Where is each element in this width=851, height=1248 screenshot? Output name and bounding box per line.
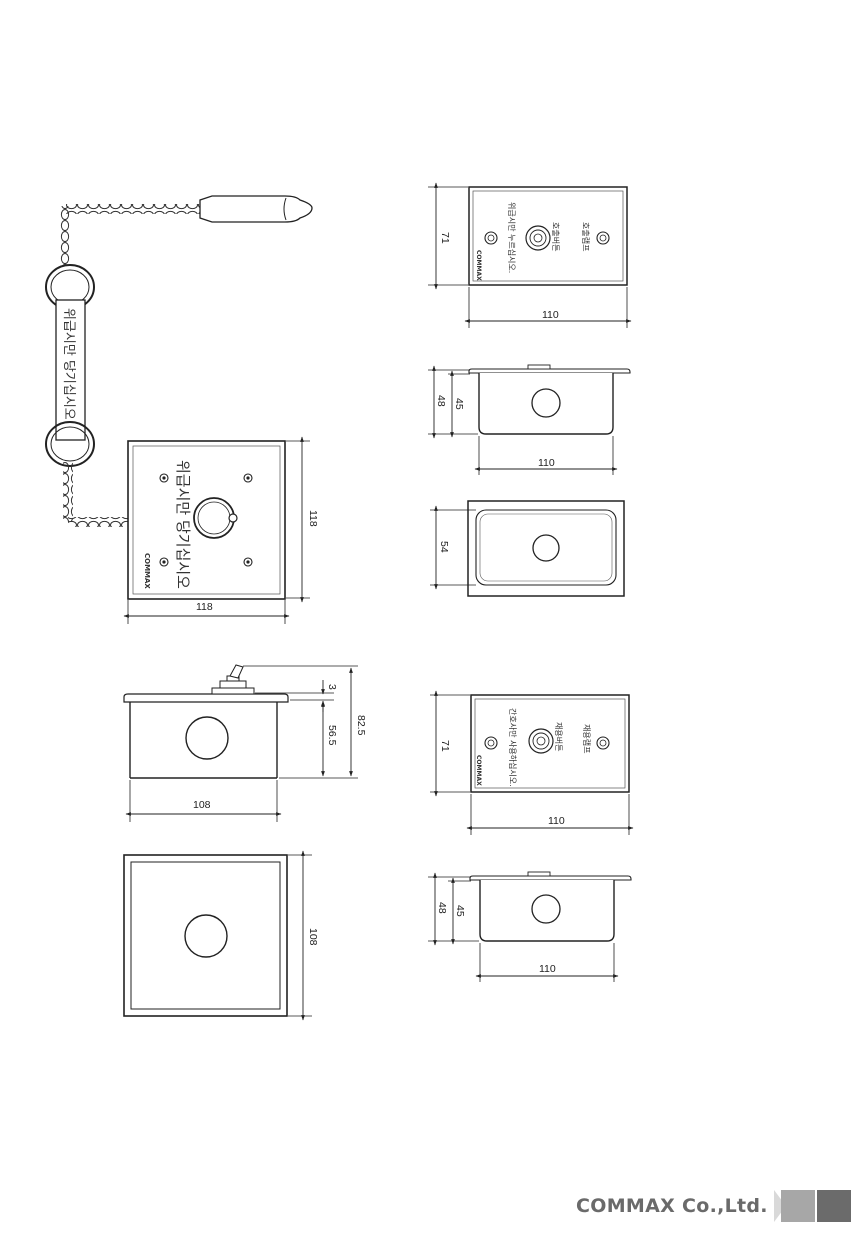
dim-45-reset: 45: [454, 905, 466, 917]
brand-logo: COMMAX: [475, 755, 482, 786]
call-panel-side-view: 48 45 110: [428, 365, 630, 475]
button-label: 재용버튼: [554, 722, 564, 751]
dim-height-71: 71: [439, 232, 451, 244]
company-name: COMMAX Co.,Ltd.: [576, 1195, 768, 1217]
knockout-hole: [186, 717, 228, 759]
knockout-hole: [185, 915, 227, 957]
footer-block-dark: [817, 1190, 851, 1222]
dim-45: 45: [453, 398, 465, 410]
knockout-hole: [532, 389, 560, 417]
large-panel-side-view: 108 3 56.5 82.5: [124, 665, 367, 822]
large-panel-back-view: 108: [124, 851, 319, 1020]
dim-width-110: 110: [542, 309, 559, 321]
dim-82-5: 82.5: [355, 715, 367, 736]
pull-knob: [194, 498, 234, 538]
dim-height-108: 108: [307, 928, 319, 946]
dim-height-71-reset: 71: [439, 740, 451, 752]
reset-panel-side-view: 48 45 110: [428, 872, 631, 982]
panel-warning-label: 위급시만 당기십시오: [174, 460, 192, 589]
knockout-hole: [533, 535, 559, 561]
lamp-label: 재용램프: [582, 724, 592, 753]
brand-logo: COMMAX: [475, 250, 482, 281]
lamp-label: 호출램프: [581, 222, 591, 251]
pull-strap-label: 위급시만 당기십시오: [61, 308, 76, 420]
large-panel-front: 위급시만 당기십시오 COMMAX: [128, 441, 285, 599]
reset-panel-front: 재용램프 재용버튼 간호사만 사용하십시오. COMMAX 71 110: [430, 691, 633, 835]
footer-branding: COMMAX Co.,Ltd.: [576, 1190, 786, 1222]
footer-block-light: [781, 1190, 815, 1222]
call-panel-back-view: 54: [430, 501, 624, 596]
dim-3: 3: [326, 684, 338, 690]
call-panel-front: 호출램프 호출버튼 위급시만 누르십시오. COMMAX 71 110: [428, 183, 631, 328]
dim-width-110-reset: 110: [548, 815, 565, 827]
instruction-label: 위급시만 누르십시오.: [507, 202, 516, 273]
dim-width-110-reset-side: 110: [539, 963, 556, 975]
brand-logo: COMMAX: [143, 553, 151, 589]
dim-56-5: 56.5: [326, 725, 338, 746]
dim-48-reset: 48: [436, 902, 448, 914]
dim-width-118: 118: [196, 601, 213, 613]
dim-height-118: 118: [307, 510, 319, 527]
knockout-hole: [532, 895, 560, 923]
dim-width-110-side: 110: [538, 457, 555, 469]
button-label: 호출버튼: [551, 222, 561, 251]
dim-54: 54: [438, 541, 450, 553]
instruction-label: 간호사만 사용하십시오.: [508, 708, 518, 787]
dim-48: 48: [435, 395, 447, 407]
dim-width-108: 108: [193, 799, 211, 811]
